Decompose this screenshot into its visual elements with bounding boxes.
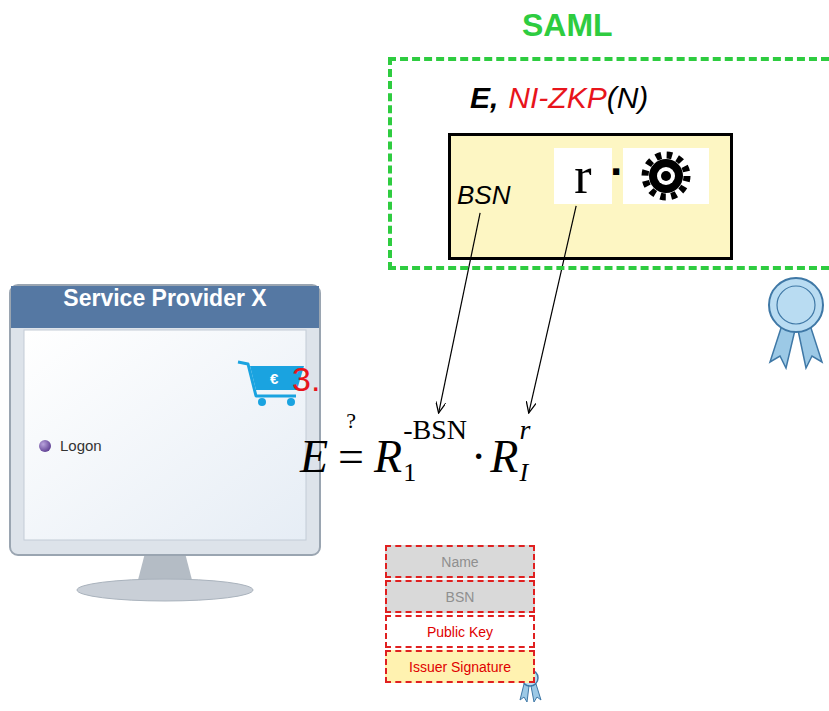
math-superscript: -BSN [403,414,467,445]
monitor-icon [10,285,320,555]
radio-dot [39,440,51,452]
message-term: E, [470,81,498,115]
arrow-connector [439,213,481,413]
gear-icon [623,148,709,204]
gear-icon [661,171,671,181]
math-symbol: = [338,434,364,480]
exponent-r: r [519,416,530,444]
multiply-dot: · [610,150,625,194]
cart-icon [287,398,295,406]
token-fill [448,133,733,260]
monitor-icon [138,553,192,580]
math-symbol: R [490,434,518,480]
window-title: Service Provider X [10,285,320,312]
arrow-connector [529,206,576,413]
gear-icon [649,159,683,193]
math-superscript: r [519,414,530,445]
math-symbol: E [300,434,328,480]
proof-argument: (N) [607,81,649,115]
currency-symbol: € [270,370,278,387]
math-subscript: 1 [403,460,416,486]
token-box: BSN r · [448,133,733,260]
certificate-field-label: Name [441,554,478,570]
region-title: SAML [522,7,613,44]
proof-term: NI-ZKP [508,81,606,115]
gear-icon [645,155,687,197]
math-symbol: R [374,434,402,480]
random-field: r [554,148,612,204]
math-subscript: I [519,460,528,486]
certificate-field: Name [385,545,535,578]
service-provider-screen: Service Provider X Logon [10,285,320,555]
certificate-badge [531,684,541,702]
saml-region: BSNr· SAMLE,NI-ZKP(N) [388,57,829,270]
award-badge [769,278,823,332]
monitor-icon [11,286,319,328]
gear-icon [623,148,709,204]
certificate-badge [520,684,529,702]
math-symbol: · [471,434,486,480]
exponent-bsn: -BSN [403,416,467,444]
cart-icon [258,398,266,406]
field-label: BSN [457,180,510,210]
step-number: 3. [292,360,320,399]
field-label: r [574,150,591,202]
award-badge [769,278,823,368]
certificate-field: Issuer Signature [385,650,535,683]
certificate-field-label: Public Key [427,624,493,640]
verification-equation: -BSNrE=?R1·RI [296,410,676,500]
math-symbol: ? [346,410,356,432]
award-badge [777,286,815,324]
monitor-icon [10,285,320,601]
logon-option: Logon [60,437,102,454]
bsn-field: BSN [457,180,510,211]
certificate-field-label: BSN [446,589,475,605]
gear-icon [657,167,675,185]
monitor-icon [24,330,306,540]
certificate-field: BSN [385,580,535,613]
certificate-field: Public Key [385,615,535,648]
monitor-icon [77,579,253,601]
certificate-field-label: Issuer Signature [409,659,511,675]
